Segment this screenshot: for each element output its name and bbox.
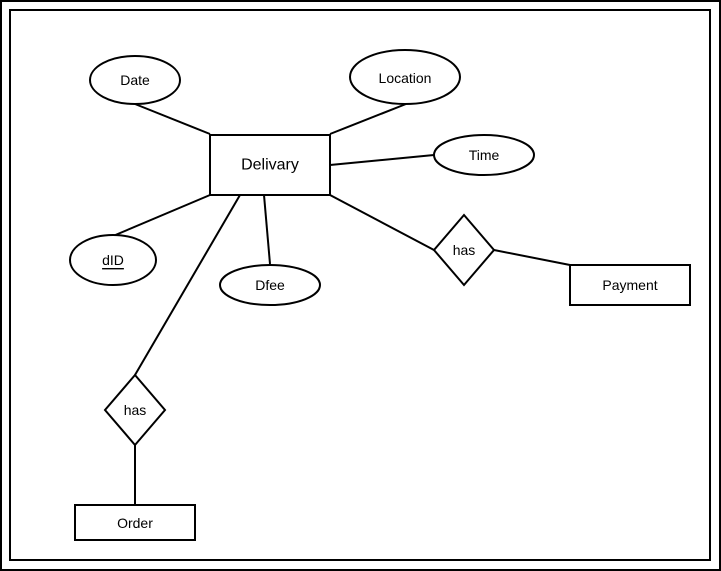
connector-delivary-has-order: [134, 194, 241, 376]
connectors: [112, 103, 571, 505]
attribute-did-label: dID: [102, 252, 124, 268]
entity-delivary[interactable]: Delivary: [209, 134, 331, 196]
attribute-location-ellipse: [349, 49, 461, 105]
attribute-date-label: Date: [120, 72, 150, 88]
entity-delivary-label: Delivary: [241, 157, 299, 174]
connector-date: [134, 103, 211, 135]
entity-order-box: [74, 504, 196, 541]
attribute-location[interactable]: Location: [349, 49, 461, 105]
attribute-did[interactable]: dID: [69, 234, 157, 286]
relationship-has-payment[interactable]: has: [432, 213, 496, 287]
attribute-time-ellipse: [433, 134, 535, 176]
attribute-did-ellipse: [69, 234, 157, 286]
relationship-has-order-diamond: [103, 373, 167, 447]
relationship-has-payment-diamond: [432, 213, 496, 287]
connector-delivary-has-payment: [329, 194, 435, 251]
entity-payment[interactable]: Payment: [569, 264, 691, 306]
attribute-location-label: Location: [379, 70, 432, 86]
connector-has-payment: [493, 249, 571, 266]
entity-payment-label: Payment: [602, 277, 657, 293]
inner-frame: [9, 9, 711, 561]
attribute-date[interactable]: Date: [89, 55, 181, 105]
entity-order-label: Order: [117, 515, 153, 531]
entity-payment-box: [569, 264, 691, 306]
attribute-time[interactable]: Time: [433, 134, 535, 176]
connector-dfee: [263, 194, 271, 265]
relationship-has-payment-label: has: [453, 242, 476, 258]
relationship-has-order-label: has: [124, 402, 147, 418]
connector-location: [329, 103, 407, 135]
connector-time: [329, 154, 435, 166]
connector-did: [112, 194, 211, 237]
attribute-time-label: Time: [469, 147, 500, 163]
entity-delivary-box: [209, 134, 331, 196]
relationship-has-order[interactable]: has: [103, 373, 167, 447]
attribute-dfee-label: Dfee: [255, 277, 285, 293]
attribute-date-ellipse: [89, 55, 181, 105]
attribute-dfee[interactable]: Dfee: [219, 264, 321, 306]
entity-order[interactable]: Order: [74, 504, 196, 541]
attribute-dfee-ellipse: [219, 264, 321, 306]
